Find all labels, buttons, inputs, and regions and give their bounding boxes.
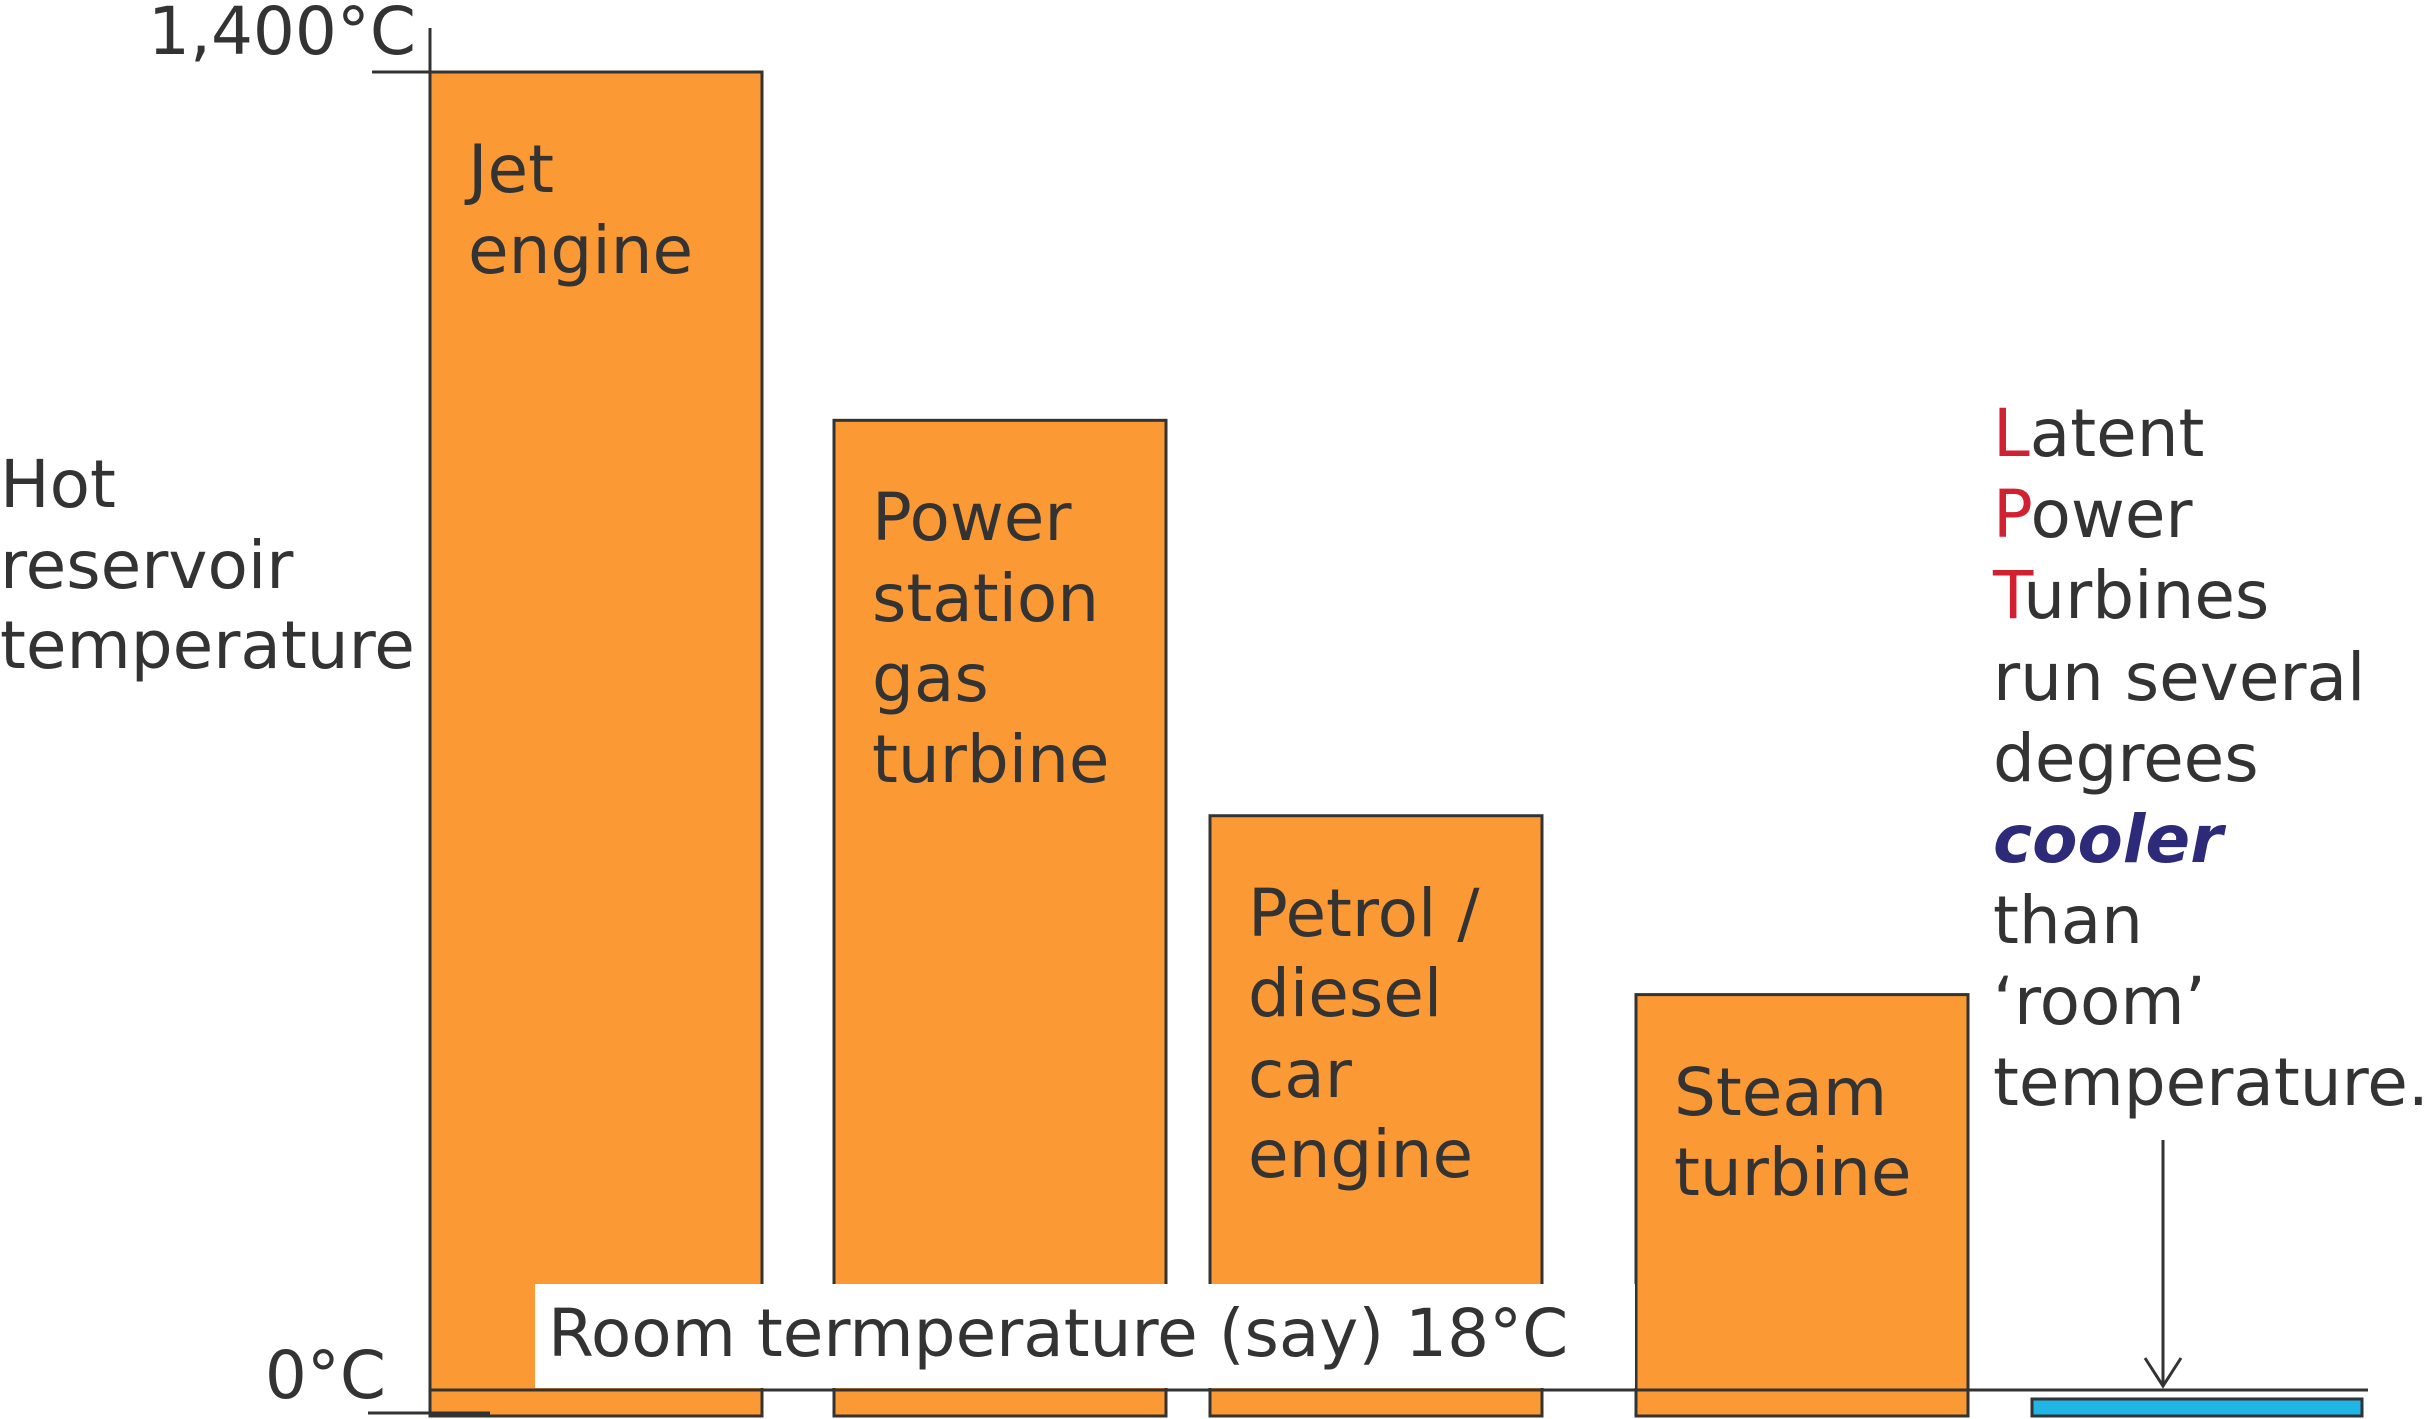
annotation-line-7: ‘room’ xyxy=(1993,963,2206,1041)
annotation-line-0: Latent xyxy=(1993,393,2426,474)
annotation-line-1: Power xyxy=(1993,474,2426,555)
y-tick-top: 1,400°C xyxy=(147,0,416,70)
annotation-line-4: degrees xyxy=(1993,719,2259,797)
bar-label-2: Petrol / diesel car engine xyxy=(1248,874,1480,1194)
y-tick-zero: 0°C xyxy=(264,1337,386,1414)
annotation-line-2: Turbines xyxy=(1993,555,2426,636)
room-temperature-label: Room termperature (say) 18°C xyxy=(548,1295,1569,1372)
annotation-emphasis: cooler xyxy=(1993,800,2223,878)
annotation-rest-0: atent xyxy=(2029,395,2205,472)
annotation-line-3: run several xyxy=(1993,638,2366,716)
annotation-line-5: cooler xyxy=(1993,799,2426,880)
annotation-initial-2: T xyxy=(1993,557,2024,635)
annotation-rest-1: ower xyxy=(2030,476,2193,554)
room-temperature-label-box xyxy=(535,1284,1635,1388)
bar-4 xyxy=(2030,1397,2364,1418)
y-axis-label-text: Hot reservoir temperature xyxy=(0,446,415,685)
annotation-initial-0: L xyxy=(1993,395,2030,472)
bar-3 xyxy=(1634,993,1970,1418)
bar-label-0: Jet engine xyxy=(468,131,694,289)
annotation-initial-1: P xyxy=(1993,476,2031,554)
annotation-line-6: than xyxy=(1993,882,2143,960)
bar-1 xyxy=(832,418,1168,1418)
bar-label-3: Steam turbine xyxy=(1674,1053,1912,1212)
annotation-arrow-head xyxy=(2143,1357,2183,1389)
annotation-rest-2: urbines xyxy=(2023,557,2270,635)
annotation-line-8: temperature. xyxy=(1993,1044,2426,1122)
bar-label-1: Power station gas turbine xyxy=(872,479,1110,798)
y-axis-label: Hot reservoir temperature xyxy=(0,445,415,687)
bar-0 xyxy=(428,70,764,1418)
